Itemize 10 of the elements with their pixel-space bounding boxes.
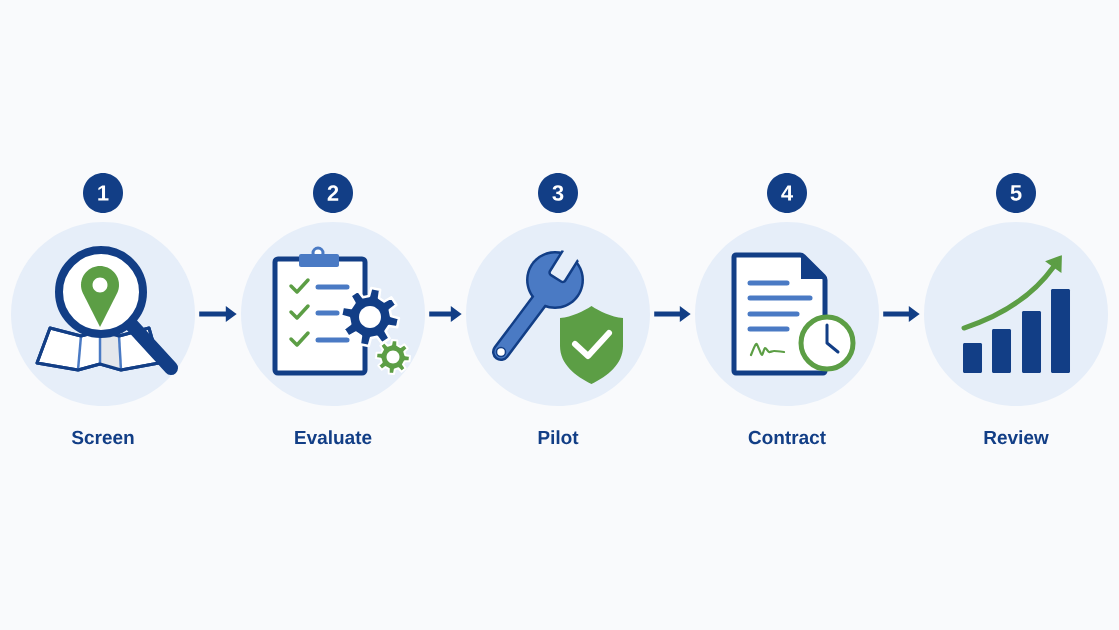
- number-badge: 1: [83, 173, 123, 213]
- step-label: Evaluate: [295, 430, 372, 445]
- number-badge: 5: [996, 173, 1036, 213]
- step-label: Pilot: [538, 430, 579, 445]
- step-label: Contract: [748, 430, 826, 445]
- number-badge: 3: [538, 173, 578, 213]
- number-badge: 4: [767, 173, 807, 213]
- step-label: Screen: [71, 430, 134, 445]
- step-label: Review: [984, 430, 1049, 445]
- number-badge: 2: [313, 173, 353, 213]
